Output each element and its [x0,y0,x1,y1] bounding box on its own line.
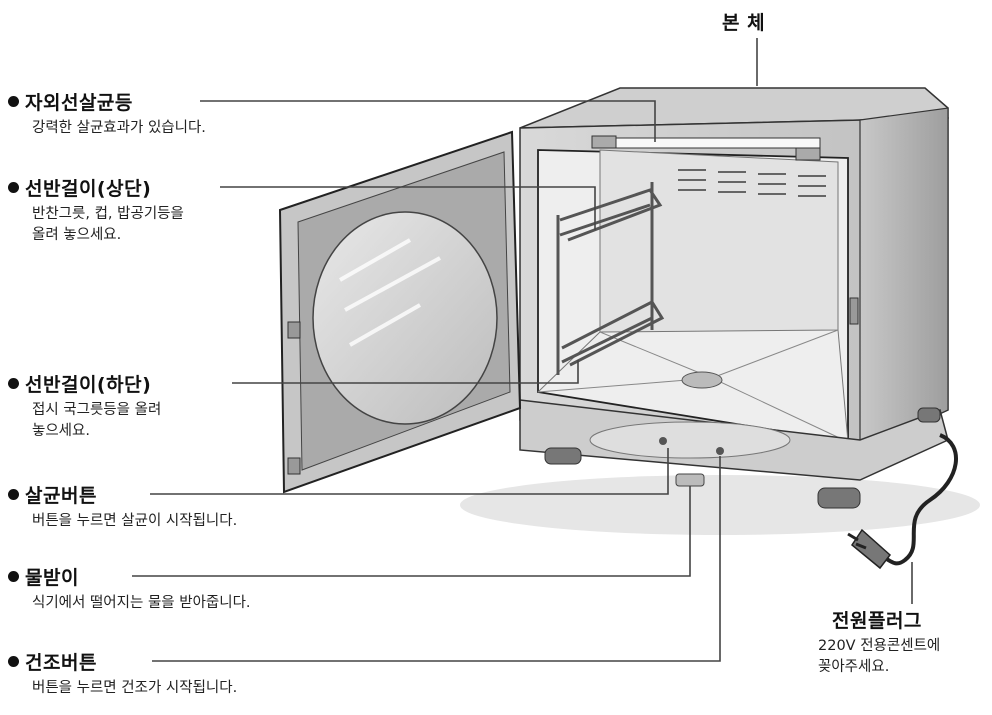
callout-lower-shelf: 선반걸이(하단) 접시 국그릇등을 올려 놓으세요. [8,370,161,442]
callout-drip-tray: 물받이 식기에서 떨어지는 물을 받아줍니다. [8,563,251,614]
callout-title: 선반걸이(상단) [25,178,152,200]
callout-uv-lamp: 자외선살균등 강력한 살균효과가 있습니다. [8,88,206,139]
door-hinge [287,457,301,475]
drip-tray [675,473,705,487]
bullet [8,96,19,107]
sterilize-button-dot [659,437,667,445]
callout-title: 건조버튼 [25,652,97,674]
foot-back [917,407,941,423]
foot-right [817,487,861,509]
power-cord [879,433,958,566]
callout-desc: 버튼을 누르면 살균이 시작됩니다. [32,513,238,529]
uv-lamp [591,137,821,149]
foot-left [544,447,582,465]
vents [678,169,826,197]
bullet [8,656,19,667]
bullet [8,571,19,582]
bullet [8,182,19,193]
callout-desc: 꽂아주세요. [818,659,890,675]
callout-desc: 강력한 살균효과가 있습니다. [32,120,206,136]
side-latch [849,297,859,325]
callout-desc: 식기에서 떨어지는 물을 받아줍니다. [32,595,251,611]
callout-dry-button: 건조버튼 버튼을 누르면 건조가 시작됩니다. [8,648,237,699]
callout-power-plug: 전원플러그 220V 전용콘센트에 꽂아주세요. [818,606,940,678]
callout-desc: 놓으세요. [32,423,90,439]
callout-title: 선반걸이(하단) [25,374,152,396]
door-hinge [287,321,301,339]
callout-title: 전원플러그 [832,610,922,632]
dry-button-dot [716,447,724,455]
callout-title: 자외선살균등 [25,92,133,114]
callout-desc: 220V 전용콘센트에 [818,638,941,654]
door-window [312,211,498,425]
interior-back-wall [599,149,839,333]
callout-title: 살균버튼 [25,485,97,507]
callout-upper-shelf: 선반걸이(상단) 반찬그릇, 컵, 밥공기등을 올려 놓으세요. [8,174,184,246]
callout-desc: 버튼을 누르면 건조가 시작됩니다. [32,680,238,696]
callout-desc: 올려 놓으세요. [32,227,122,243]
bullet [8,378,19,389]
control-panel [589,421,791,459]
cabinet-side [859,107,949,451]
callout-sterilize-button: 살균버튼 버튼을 누르면 살균이 시작됩니다. [8,481,237,532]
drain-hole [681,371,723,389]
leader-lines [132,38,913,662]
power-plug [847,528,892,570]
bullet [8,489,19,500]
callout-desc: 접시 국그릇등을 올려 [32,402,162,418]
callout-title: 물받이 [25,567,79,589]
body-label: 본 체 [722,12,766,34]
callout-desc: 반찬그릇, 컵, 밥공기등을 [32,206,184,222]
shelf-racks [556,182,665,375]
